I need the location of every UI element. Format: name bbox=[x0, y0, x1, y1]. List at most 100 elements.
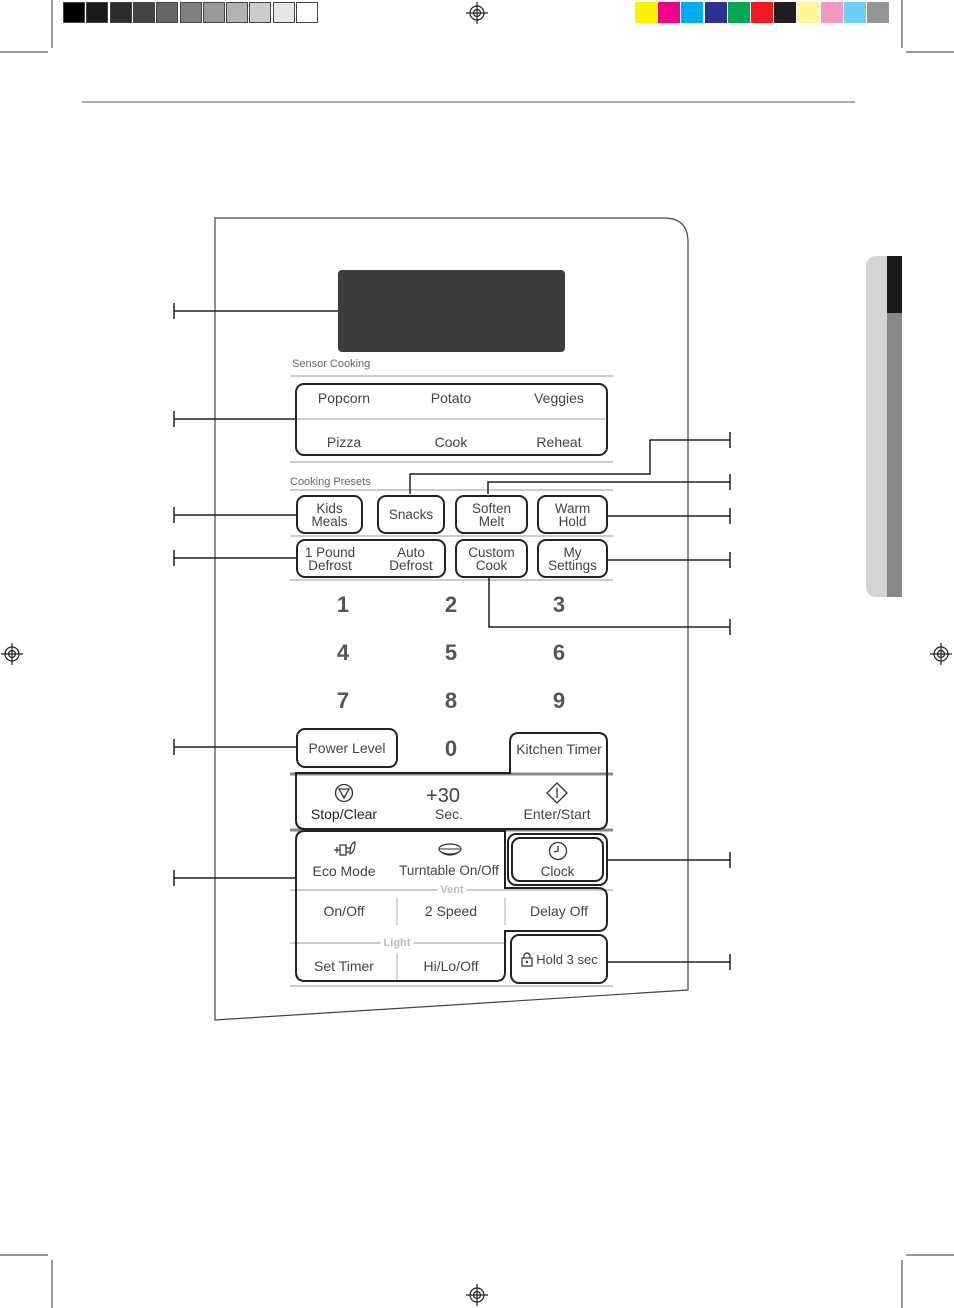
color-swatch bbox=[751, 2, 773, 23]
kids-meals-button[interactable]: Kids Meals bbox=[296, 495, 363, 534]
key-3[interactable]: 3 bbox=[552, 592, 566, 617]
gray-swatch bbox=[296, 2, 318, 23]
cook-button[interactable]: Cook bbox=[434, 434, 468, 450]
key-8[interactable]: 8 bbox=[444, 688, 458, 713]
light-hi-lo-off-button[interactable]: Hi/Lo/Off bbox=[423, 958, 479, 974]
child-lock-button[interactable]: Hold 3 sec bbox=[510, 934, 608, 984]
kids-meals-label-2: Meals bbox=[311, 513, 348, 529]
light-set-timer-button[interactable]: Set Timer bbox=[314, 958, 374, 974]
clock-button[interactable]: Clock bbox=[511, 837, 604, 882]
eco-mode-button[interactable]: Eco Mode bbox=[312, 863, 376, 879]
color-swatch bbox=[635, 2, 657, 23]
custom-cook-button[interactable]: Custom Cook bbox=[455, 539, 528, 578]
gray-swatch bbox=[202, 2, 225, 23]
clock-label: Clock bbox=[540, 864, 575, 879]
snacks-button[interactable]: Snacks bbox=[377, 495, 445, 534]
warm-hold-label-2: Hold bbox=[558, 513, 587, 529]
potato-button[interactable]: Potato bbox=[430, 390, 472, 406]
clock-button-outer bbox=[507, 833, 608, 886]
my-settings-label-2: Settings bbox=[548, 557, 597, 573]
color-swatch bbox=[797, 2, 820, 23]
display-screen bbox=[338, 270, 565, 352]
color-swatch bbox=[681, 2, 704, 23]
custom-cook-label-1: Custom bbox=[468, 544, 515, 560]
hold-label: Hold 3 sec bbox=[536, 951, 598, 967]
color-swatch bbox=[820, 2, 843, 23]
veggies-button[interactable]: Veggies bbox=[534, 390, 584, 406]
auto-defrost-label-1: Auto bbox=[397, 544, 425, 560]
auto-defrost-label-2: Defrost bbox=[389, 557, 433, 573]
key-7[interactable]: 7 bbox=[336, 688, 350, 713]
power-level-label: Power Level bbox=[308, 739, 386, 756]
my-settings-button[interactable]: My Settings bbox=[537, 539, 608, 578]
key-1[interactable]: 1 bbox=[336, 592, 350, 617]
clock-icon bbox=[548, 841, 567, 861]
registration-mark-top bbox=[466, 2, 488, 24]
pound-defrost-label-1: 1 Pound bbox=[304, 544, 356, 560]
vent-title: Vent bbox=[437, 884, 467, 896]
gray-swatch bbox=[249, 2, 272, 23]
key-0[interactable]: 0 bbox=[444, 736, 458, 761]
plus30-label[interactable]: +30 bbox=[426, 785, 460, 807]
key-2[interactable]: 2 bbox=[444, 592, 458, 617]
my-settings-label-1: My bbox=[563, 544, 582, 560]
snacks-label: Snacks bbox=[388, 507, 434, 522]
lock-icon bbox=[521, 952, 533, 967]
color-swatch bbox=[704, 2, 727, 23]
turntable-icon bbox=[438, 843, 462, 856]
pizza-button[interactable]: Pizza bbox=[326, 434, 362, 450]
registration-mark-right bbox=[930, 643, 952, 665]
vent-delay-off-button[interactable]: Delay Off bbox=[529, 903, 589, 919]
key-5[interactable]: 5 bbox=[444, 640, 458, 665]
leader-lines bbox=[173, 303, 731, 982]
key-9[interactable]: 9 bbox=[552, 688, 566, 713]
kids-meals-label-1: Kids bbox=[316, 500, 343, 516]
panel-outline bbox=[214, 217, 689, 1021]
color-swatch bbox=[727, 2, 750, 23]
sensor-cooking-group bbox=[295, 383, 608, 456]
enter-start-button[interactable]: Enter/Start bbox=[523, 806, 591, 822]
custom-cook-label-2: Cook bbox=[475, 557, 508, 573]
auto-defrost-button[interactable]: Auto Defrost bbox=[382, 541, 440, 576]
color-swatch bbox=[658, 2, 681, 23]
color-swatch bbox=[867, 2, 889, 23]
warm-hold-button[interactable]: Warm Hold bbox=[537, 495, 608, 534]
soften-melt-label-2: Melt bbox=[478, 513, 505, 529]
registration-mark-bottom bbox=[466, 1284, 488, 1306]
turntable-button[interactable]: Turntable On/Off bbox=[399, 863, 499, 878]
vent-on-off-button[interactable]: On/Off bbox=[323, 903, 365, 919]
soften-melt-button[interactable]: Soften Melt bbox=[455, 495, 528, 534]
gray-swatch bbox=[132, 2, 155, 23]
stop-clear-button[interactable]: Stop/Clear bbox=[310, 806, 378, 822]
registration-mark-left bbox=[1, 643, 23, 665]
kitchen-timer-button[interactable]: Kitchen Timer bbox=[516, 741, 602, 757]
reheat-button[interactable]: Reheat bbox=[536, 434, 582, 450]
key-6[interactable]: 6 bbox=[552, 640, 566, 665]
gray-swatch bbox=[179, 2, 202, 23]
vent-2-speed-button[interactable]: 2 Speed bbox=[424, 903, 478, 919]
side-tab bbox=[866, 256, 902, 597]
cooking-presets-title: Cooking Presets bbox=[290, 476, 371, 488]
key-4[interactable]: 4 bbox=[336, 640, 350, 665]
start-icon bbox=[546, 782, 568, 804]
gray-swatch bbox=[109, 2, 132, 23]
gray-swatch bbox=[156, 2, 179, 23]
soften-melt-label-1: Soften bbox=[471, 500, 512, 516]
gray-swatch bbox=[63, 2, 85, 23]
stop-icon bbox=[334, 783, 354, 803]
color-swatch bbox=[774, 2, 797, 23]
gray-swatch bbox=[272, 2, 295, 23]
light-title: Light bbox=[380, 937, 414, 949]
gray-swatch bbox=[86, 2, 109, 23]
warm-hold-label-1: Warm bbox=[554, 500, 591, 516]
pound-defrost-label-2: Defrost bbox=[308, 557, 352, 573]
gray-swatch bbox=[226, 2, 249, 23]
defrost-group bbox=[296, 539, 446, 578]
power-level-button[interactable]: Power Level bbox=[296, 728, 398, 768]
popcorn-button[interactable]: Popcorn bbox=[317, 390, 371, 406]
sec-label: Sec. bbox=[434, 806, 464, 822]
sensor-cooking-title: Sensor Cooking bbox=[292, 358, 371, 370]
one-pound-defrost-button[interactable]: 1 Pound Defrost bbox=[300, 541, 360, 576]
